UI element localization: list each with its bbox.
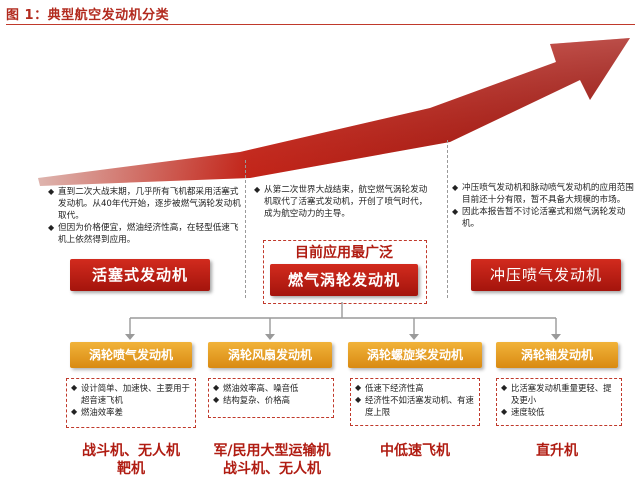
gas-turbine-engine-label: 燃气涡轮发动机	[270, 264, 418, 296]
era-turbine-notes: 从第二次世界大战结束，航空燃气涡轮发动机取代了活塞式发动机，开创了喷气时代，成为…	[254, 184, 434, 220]
timeline-arrow	[38, 38, 630, 186]
turbofan-label: 涡轮风扇发动机	[208, 342, 332, 368]
application-line: 战斗机、无人机	[82, 443, 180, 459]
application-line: 中低速飞机	[380, 443, 450, 459]
feature-item: 比活塞发动机重量更轻、提及更小	[501, 382, 617, 406]
piston-engine-label: 活塞式发动机	[70, 259, 210, 291]
turbofan-features: 燃油效率高、噪音低 结构复杂、价格高	[208, 378, 334, 418]
era-piston-bullet: 直到二次大战末期，几乎所有飞机都采用活塞式发动机。从40年代开始，逐步被燃气涡轮…	[48, 186, 244, 222]
era-piston-notes: 直到二次大战末期，几乎所有飞机都采用活塞式发动机。从40年代开始，逐步被燃气涡轮…	[48, 186, 244, 246]
era-ramjet-bullet: 因此本报告暂不讨论活塞式和燃气涡轮发动机。	[452, 206, 638, 230]
era-piston-bullet: 但因为价格便宜，燃油经济性高，在轻型低速飞机上依然得到应用。	[48, 222, 244, 246]
era-turbine-bullet: 从第二次世界大战结束，航空燃气涡轮发动机取代了活塞式发动机，开创了喷气时代，成为…	[254, 184, 434, 220]
feature-item: 设计简单、加速快、主要用于超音速飞机	[71, 382, 191, 406]
turboshaft-applications: 直升机	[496, 442, 618, 460]
ramjet-engine-label: 冲压喷气发动机	[471, 259, 621, 291]
turbojet-features: 设计简单、加速快、主要用于超音速飞机 燃油效率差	[66, 378, 196, 428]
feature-item: 经济性不如活塞发动机、有速度上限	[355, 394, 475, 418]
turboprop-applications: 中低速飞机	[350, 442, 480, 460]
turboprop-label: 涡轮螺旋桨发动机	[348, 342, 482, 368]
highlight-frame	[263, 240, 427, 304]
era-divider-2	[447, 140, 448, 298]
turboprop-features: 低速下经济性高 经济性不如活塞发动机、有速度上限	[350, 378, 480, 426]
turbofan-applications: 军/民用大型运输机 战斗机、无人机	[190, 442, 354, 478]
turbojet-label: 涡轮喷气发动机	[70, 342, 192, 368]
turboshaft-label: 涡轮轴发动机	[496, 342, 618, 368]
turbojet-applications: 战斗机、无人机 靶机	[56, 442, 206, 478]
title-divider	[6, 24, 635, 25]
highlight-label: 目前应用最广泛	[295, 245, 393, 261]
application-line: 靶机	[117, 461, 145, 477]
feature-item: 低速下经济性高	[355, 382, 475, 394]
era-ramjet-notes: 冲压喷气发动机和脉动喷气发动机的应用范围目前还十分有限，暂不具备大规模的市场。 …	[452, 182, 638, 230]
feature-item: 燃油效率差	[71, 406, 191, 418]
era-ramjet-bullet: 冲压喷气发动机和脉动喷气发动机的应用范围目前还十分有限，暂不具备大规模的市场。	[452, 182, 638, 206]
turboshaft-features: 比活塞发动机重量更轻、提及更小 速度较低	[496, 378, 622, 426]
figure-title: 图 1：典型航空发动机分类	[6, 8, 170, 23]
feature-item: 燃油效率高、噪音低	[213, 382, 329, 394]
era-divider-1	[245, 160, 246, 298]
feature-item: 速度较低	[501, 406, 617, 418]
application-line: 战斗机、无人机	[223, 461, 321, 477]
application-line: 直升机	[536, 443, 578, 459]
application-line: 军/民用大型运输机	[213, 443, 331, 459]
feature-item: 结构复杂、价格高	[213, 394, 329, 406]
